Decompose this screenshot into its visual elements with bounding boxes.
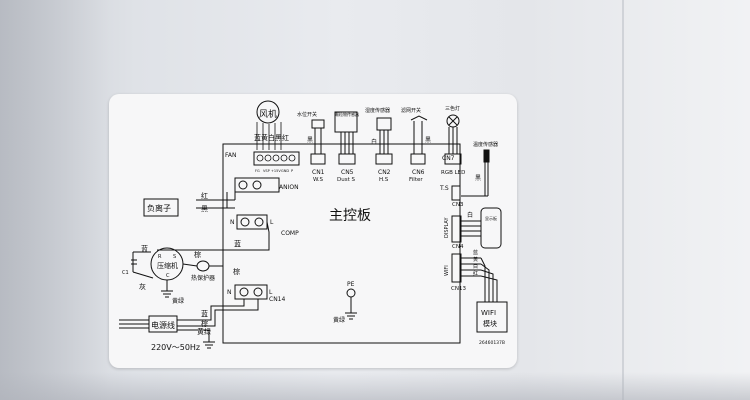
cn1-wire: 黑 (307, 137, 313, 144)
display-board-label: 显示板 (485, 215, 497, 221)
power-spec: 220V～50Hz (151, 343, 200, 352)
cn6-wire: 黑 (425, 137, 431, 144)
power-cord-name: 电源线 (151, 320, 175, 330)
cn7-group: 三色灯 CN7 RGB LED (441, 105, 465, 176)
comp-pin-l: L (270, 219, 274, 226)
anion-connector (234, 177, 280, 193)
fan-motor-icon (256, 100, 280, 124)
cn2-sub: H.S (379, 177, 389, 183)
compressor-ground-label: 黄绿 (172, 297, 184, 305)
wifi-wire-red: 红 (473, 270, 478, 277)
protector-wire-brown: 棕 (233, 267, 240, 276)
cn2-group: 湿度传感器 白 CN2 H.S (365, 107, 393, 183)
pe-terminal (346, 288, 356, 298)
fan-connector-label: FAN (225, 152, 237, 159)
cn6-name: CN6 (412, 169, 425, 176)
thermal-protector-icon (196, 260, 210, 272)
compressor-name: 压缩机 (157, 261, 178, 270)
fan-wire-color-5: 红 (282, 133, 289, 142)
display-board (480, 207, 502, 249)
cn7-name: CN7 (442, 155, 455, 162)
pe-ground-label: 黄绿 (333, 316, 345, 324)
wifi-module-line1: WIFI (481, 309, 496, 317)
fan-pin-3: +15V (271, 169, 281, 173)
panel-seam (622, 0, 624, 400)
cn14-pin-l: L (269, 289, 273, 296)
fan-pin-5: P (291, 169, 293, 173)
fan-wire-color-1: 蓝 (254, 133, 261, 142)
cn2-device: 湿度传感器 (365, 107, 390, 114)
fan-wire-color-2: 黄 (261, 133, 268, 142)
power-wire-blue: 蓝 (201, 309, 208, 318)
cn5-name: CN5 (341, 169, 354, 176)
compressor-terminal-s: S (173, 254, 176, 260)
fan-motor-name: 风机 (259, 108, 277, 120)
cn6-group: 滤网开关 黑 CN6 Filter (401, 107, 431, 183)
part-code: 26460137B (479, 340, 505, 346)
temp-sensor-probe (483, 149, 490, 163)
fan-wire-color-3: 白 (268, 133, 275, 142)
comp-wire-blue: 蓝 (234, 239, 241, 248)
temp-sensor-connector: CN3 (452, 202, 464, 208)
cn2-name: CN2 (378, 169, 391, 176)
wifi-wire-blue: 蓝 (473, 249, 478, 256)
fan-pin-2: VSP (263, 169, 270, 173)
cn1-sub: W.S (313, 177, 324, 183)
wifi-wire-white: 白 (473, 263, 478, 270)
fan-wire-color-4: 黑 (275, 134, 282, 142)
display-wire: 白 (467, 211, 473, 219)
temp-sensor-title: 温度传感器 (473, 141, 498, 148)
anion-wire-red: 红 (201, 191, 208, 200)
wifi-module-line2: 模块 (483, 319, 497, 328)
anion-device-box (143, 198, 179, 217)
display-connector-label: CN4 (452, 244, 464, 250)
wifi-connector (451, 253, 462, 283)
comp-label: COMP (281, 230, 299, 237)
main-board-label: 主控板 (329, 208, 371, 224)
cn1-group: 水位开关 黑 CN1 W.S (297, 111, 326, 183)
fan-pin-4: GND (281, 169, 289, 173)
wifi-wire-yellow: 黄 (473, 256, 478, 263)
cn2-wire: 白 (371, 138, 377, 146)
cn14-connector (234, 284, 268, 300)
cn5-device: 颗粒物传感器 (335, 111, 359, 117)
compressor-wire-blue: 蓝 (141, 244, 148, 253)
comp-pin-n: N (230, 219, 235, 226)
temp-sensor-label: T.S (439, 185, 449, 192)
power-wire-brown: 棕 (201, 319, 208, 328)
cn1-name: CN1 (312, 169, 325, 176)
cn7-sub: RGB LED (441, 170, 465, 176)
background-shadow-left (0, 0, 110, 400)
fan-connector (253, 151, 300, 166)
cn7-device: 三色灯 (445, 105, 460, 112)
display-label: DISPLAY (444, 217, 450, 238)
background-shadow-bottom (0, 372, 750, 400)
capacitor-label: C1 (122, 270, 129, 276)
thermal-protector-label: 热保护器 (191, 274, 215, 282)
cn6-sub: Filter (409, 177, 423, 183)
cn5-sub: Dust S (337, 177, 355, 183)
power-wire-ground: 黄绿 (197, 327, 211, 336)
temp-sensor-wire: 黑 (475, 175, 481, 182)
cn14-label: CN14 (269, 296, 285, 303)
pe-label: PE (347, 281, 355, 288)
cn5-group: 颗粒物传感器 CN5 Dust S (334, 111, 359, 183)
anion-device-name: 负离子 (147, 203, 171, 213)
anion-label: ANION (279, 184, 299, 191)
wifi-label: WIFI (444, 265, 450, 276)
wifi-connector-label: CN13 (451, 286, 466, 292)
wiring-diagram: 主控板 风机 蓝 黄 白 黑 红 FAN FG VSP +15V GND P A… (119, 100, 508, 352)
display-connector (451, 215, 462, 243)
wifi-module-box (476, 301, 508, 333)
compressor-terminal-r: R (158, 254, 162, 260)
cn6-device: 滤网开关 (401, 107, 421, 114)
compressor-terminal-c: C (166, 273, 170, 279)
compressor-wire-brown: 棕 (194, 250, 201, 259)
cn1-device: 水位开关 (297, 111, 317, 118)
anion-wire-black: 黑 (201, 205, 208, 213)
cn14-pin-n: N (227, 289, 232, 296)
compressor-wire-gray: 灰 (139, 282, 146, 291)
fan-pin-1: FG (255, 169, 260, 173)
